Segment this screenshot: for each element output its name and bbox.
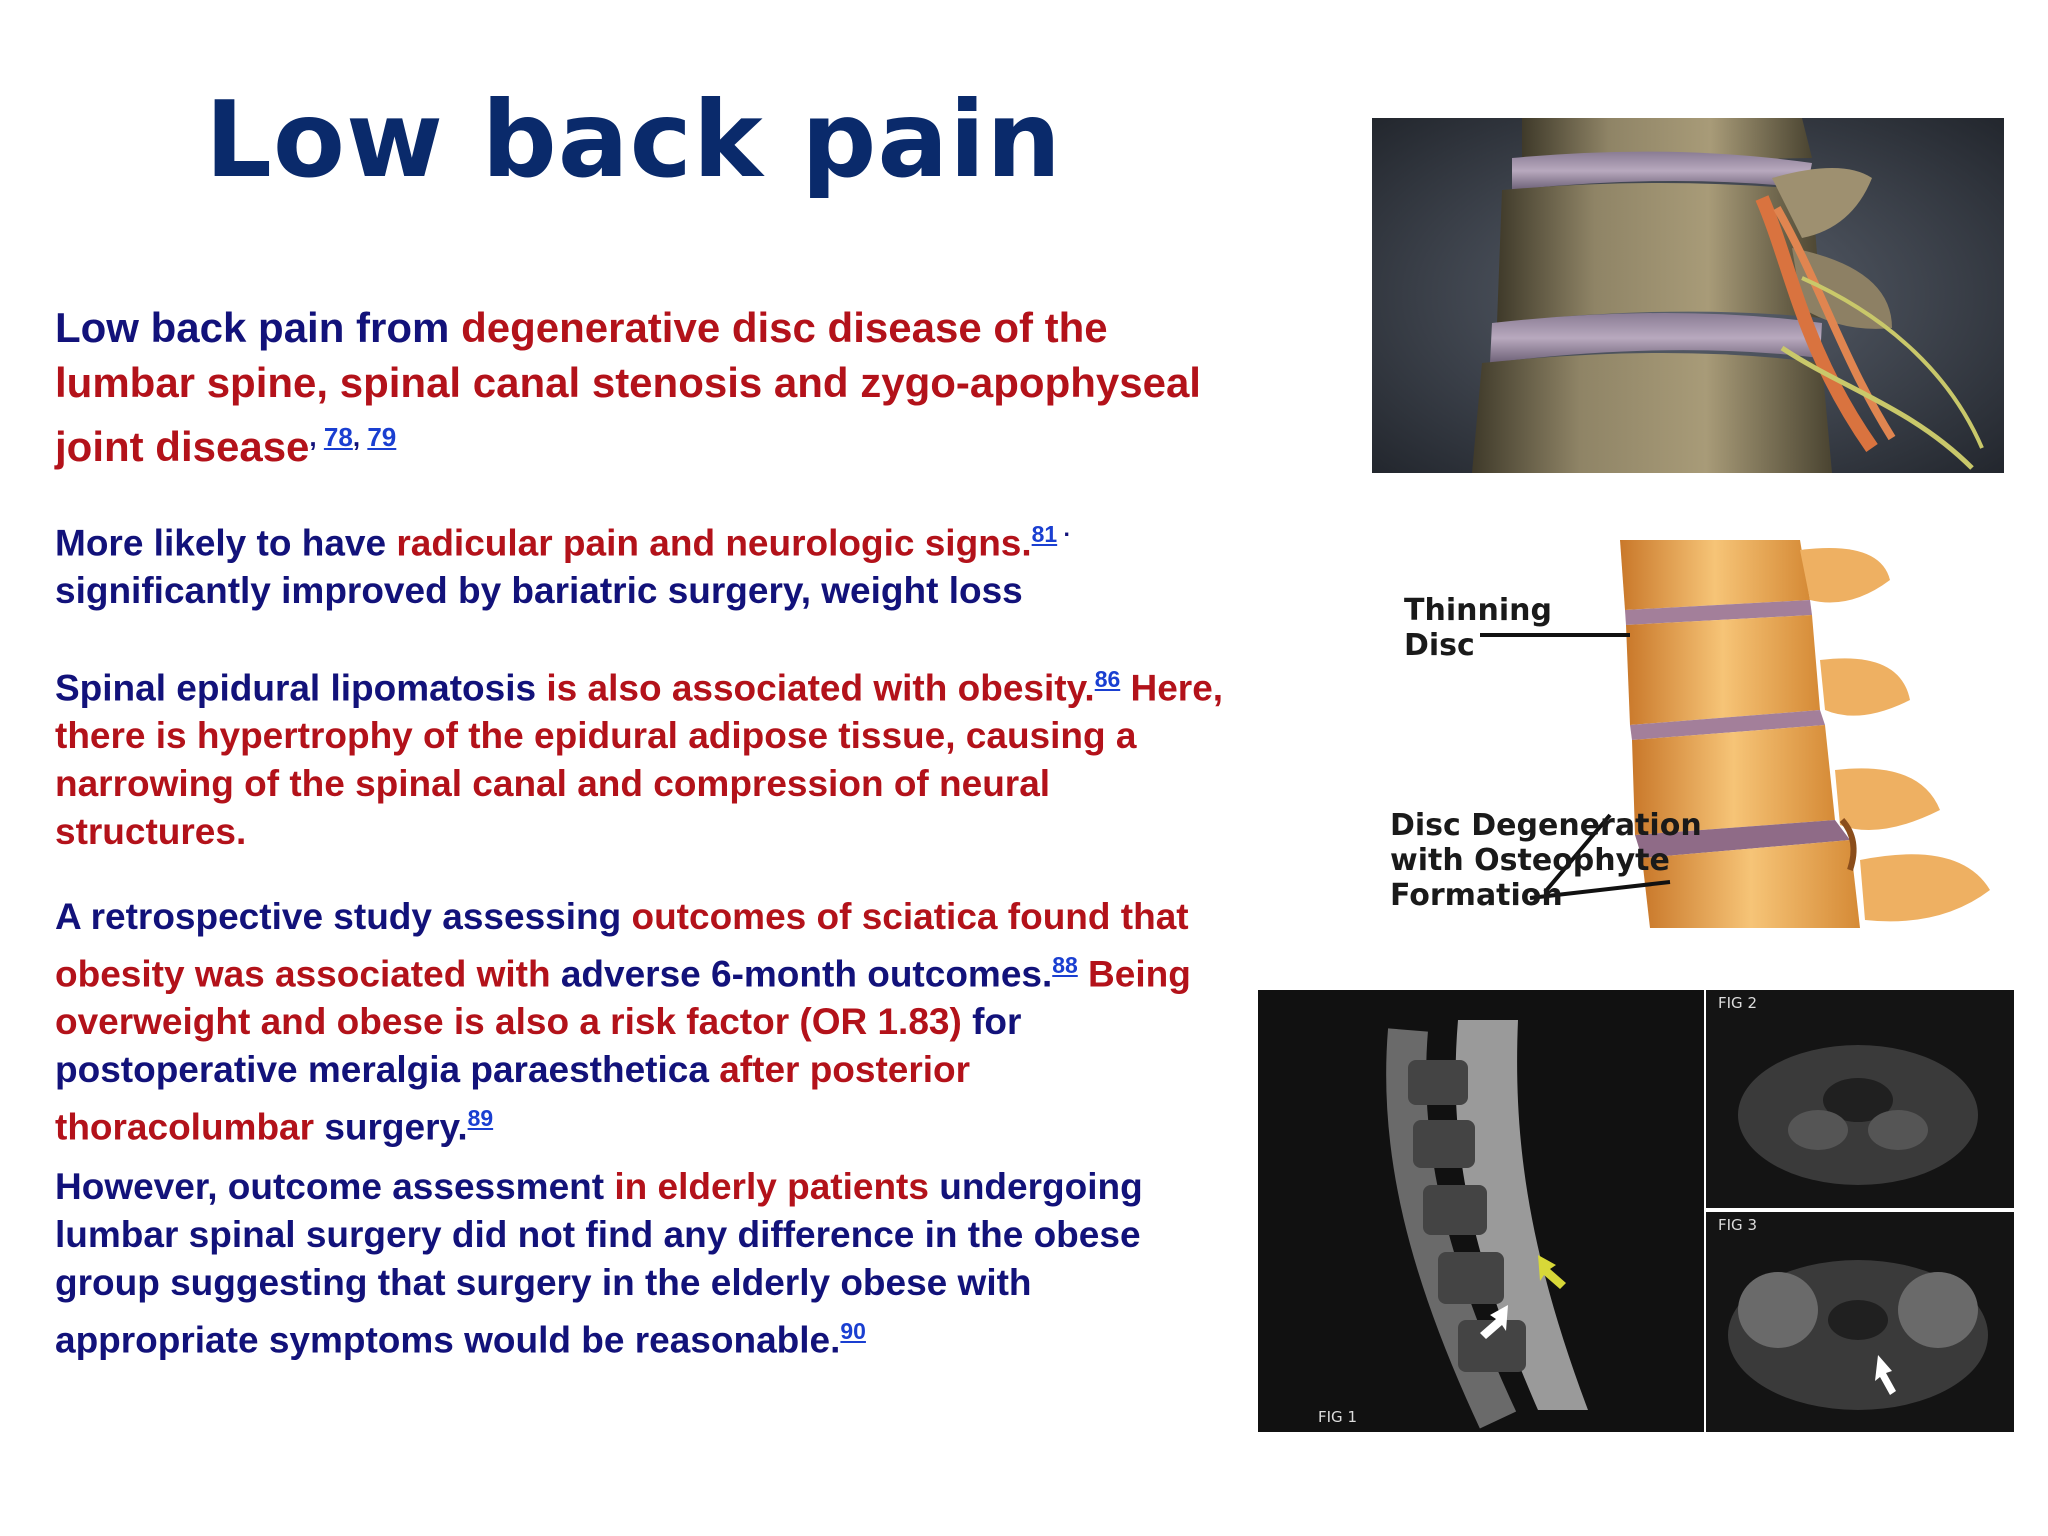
label-thinning-line2: Disc xyxy=(1404,628,1475,663)
p3-text-b: is also associated with obesity. xyxy=(546,667,1095,709)
p5-text-a: However, outcome assessment xyxy=(55,1166,615,1207)
mri-label-fig1: FIG 1 xyxy=(1318,1408,1357,1426)
reference-link-88[interactable]: 88 xyxy=(1052,952,1078,978)
paragraph-elderly-outcome: However, outcome assessment in elderly p… xyxy=(55,1163,1225,1364)
p4-text-e: for postoperative meralgia paraesthetica xyxy=(55,1001,1022,1091)
p4-text-d: Being overweight and obese is also a ris… xyxy=(55,953,1191,1043)
disc-degeneration-diagram: Thinning Disc Disc Degeneration with Ost… xyxy=(1380,540,2000,928)
p4-text-b: outcomes of sciatica found that obesity … xyxy=(55,896,1189,995)
p4-text-g: surgery. xyxy=(324,1106,468,1148)
p4-text-f: after posterior thoracolumbar xyxy=(55,1049,971,1148)
p2-text-b: radicular pain and neurologic signs. xyxy=(396,522,1032,564)
p2-text-a: More likely to have xyxy=(55,522,397,564)
paragraph-radicular-pain: More likely to have radicular pain and n… xyxy=(55,510,1225,615)
p2-sep1: · xyxy=(1057,521,1072,547)
p1-sep2: , xyxy=(352,422,368,452)
p1-text-b: degenerative disc disease of the lumbar … xyxy=(55,304,1201,470)
p3-text-a: Spinal epidural lipomatosis xyxy=(55,667,547,709)
p1-sep1: , xyxy=(309,422,324,452)
p4-text-a: A retrospective study assessing xyxy=(55,896,632,937)
mri-label-fig2: FIG 2 xyxy=(1718,994,1757,1012)
mri-label-fig3: FIG 3 xyxy=(1718,1216,1757,1234)
paragraph-degenerative-disc: Low back pain from degenerative disc dis… xyxy=(55,300,1225,474)
reference-link-86[interactable]: 86 xyxy=(1094,666,1121,692)
reference-link-90[interactable]: 90 xyxy=(840,1318,866,1344)
paragraph-sciatica-study: A retrospective study assessing outcomes… xyxy=(55,893,1225,1152)
label-thinning-line1: Thinning xyxy=(1404,593,1552,628)
p5-text-c: undergoing lumbar spinal surgery did not… xyxy=(55,1166,1143,1361)
p1-text-a: Low back pain from xyxy=(55,304,462,351)
paragraph-epidural-lipomatosis: Spinal epidural lipomatosis is also asso… xyxy=(55,655,1225,856)
p5-text-b: in elderly patients xyxy=(614,1166,929,1207)
spine-nerve-illustration xyxy=(1372,118,2004,473)
label-degeneration-line1: Disc Degeneration xyxy=(1390,808,1702,843)
p2-text-c: significantly improved by bariatric surg… xyxy=(55,570,1023,612)
reference-link-81[interactable]: 81 xyxy=(1031,521,1058,547)
mri-scan-panels: FIG 1 FIG 2 FIG 3 xyxy=(1258,990,2014,1432)
label-degeneration-line2: with Osteophyte xyxy=(1390,843,1670,878)
p3-text-c: Here, there is hypertrophy of the epidur… xyxy=(55,667,1224,853)
reference-link-79[interactable]: 79 xyxy=(367,422,397,452)
reference-link-89[interactable]: 89 xyxy=(467,1105,494,1132)
p4-text-c: adverse 6-month outcomes. xyxy=(560,953,1053,995)
label-degeneration-line3: Formation xyxy=(1390,878,1563,913)
reference-link-78[interactable]: 78 xyxy=(323,422,353,452)
slide-title: Low back pain xyxy=(205,79,1062,201)
